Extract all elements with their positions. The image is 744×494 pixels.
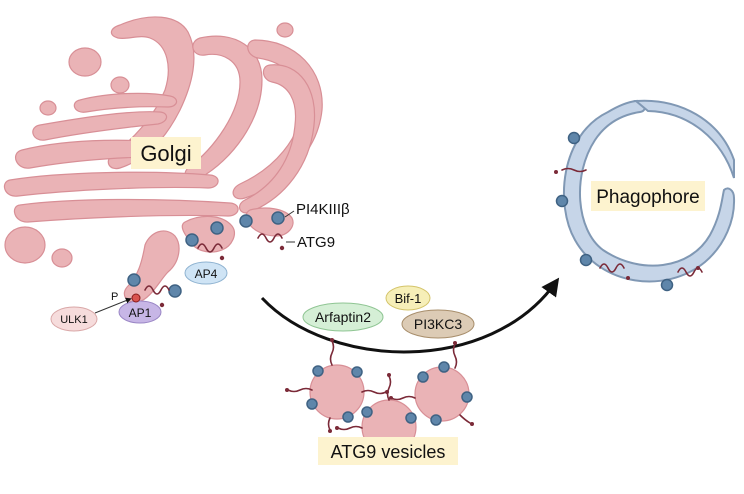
phospho-label: P: [111, 291, 118, 303]
ulk1-kinase: [50, 306, 98, 332]
atg9-vesicles-label: ATG9 vesicles: [331, 442, 446, 462]
phosphorylation-site: [131, 293, 141, 303]
ulk1-label: ULK1: [60, 314, 88, 326]
atg9-vesicle: [389, 341, 474, 426]
ap1-adaptor: [118, 300, 162, 324]
arfaptin2-protein: [302, 302, 384, 332]
phagophore-label-bg: [591, 181, 705, 211]
pi3kc3-label: PI3KC3: [414, 316, 462, 332]
transport-arrow: [260, 277, 560, 354]
phagophore-label: Phagophore: [596, 187, 700, 208]
arfaptin2-label: Arfaptin2: [315, 309, 371, 325]
bif1-protein: [385, 285, 431, 311]
atg9-vesicle: [285, 338, 389, 433]
golgi-membrane-proteins: [127, 211, 285, 308]
ulk1-phosphorylation-arrow: [94, 297, 132, 314]
golgi-label: Golgi: [140, 141, 191, 166]
atg9-vesicle-cluster: [285, 338, 474, 455]
bif1-label: Bif-1: [395, 291, 422, 306]
phagophore: [554, 99, 736, 292]
golgi-label-bg: [131, 137, 201, 169]
ap1-label: AP1: [129, 306, 152, 320]
pi4k-label: PI4KIIIβ: [296, 201, 350, 218]
atg9-vesicles-label-bg: [318, 437, 458, 465]
pi3kc3-protein: [401, 309, 475, 339]
atg9-label: ATG9: [297, 234, 335, 251]
ap4-label: AP4: [195, 267, 218, 281]
ap4-adaptor: [184, 261, 228, 285]
